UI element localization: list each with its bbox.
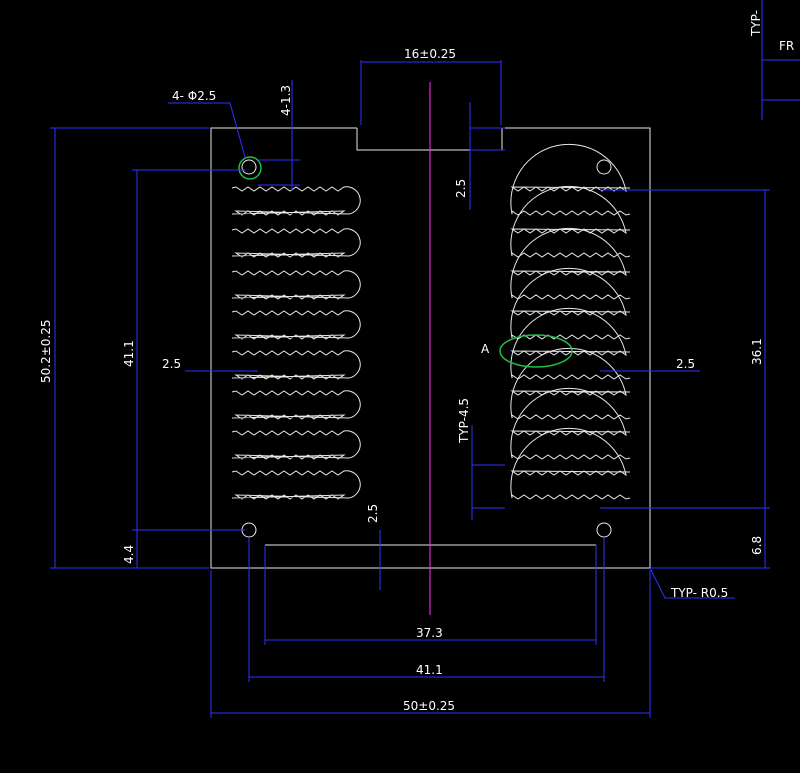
dim-overall-width: 50±0.25	[403, 699, 455, 713]
fin-slot	[510, 227, 631, 300]
hole-bottom-right	[596, 522, 612, 538]
dim-edge-fr: FR	[779, 39, 794, 53]
fin-slot	[231, 186, 361, 216]
dim-hole-vertical-pitch: 41.1	[122, 340, 136, 367]
dimension-texts: 16±0.25 4- Φ2.5 4-1.3 50.2±0.25 41.1 2.5…	[39, 10, 794, 713]
outer-contour	[210, 127, 651, 569]
fin-slot	[510, 267, 631, 340]
fin-slot	[510, 143, 631, 216]
hole-highlight-circle	[238, 156, 262, 180]
hole-top-right	[596, 159, 612, 175]
dim-bottom-hole-offset: 4.4	[122, 545, 136, 564]
hole-top-left	[241, 159, 257, 175]
dim-corner-radius: TYP- R0.5	[670, 586, 728, 600]
fins-left	[231, 186, 361, 500]
fin-slot	[510, 307, 631, 380]
fin-slot	[231, 390, 361, 420]
fins-right	[510, 143, 631, 500]
fin-slot	[231, 470, 361, 500]
dim-bottom-right-offset: 6.8	[750, 536, 764, 555]
dim-bottom-pitch: 41.1	[416, 663, 443, 677]
fin-slot	[510, 427, 631, 500]
fin-slot	[231, 310, 361, 340]
dim-slot-depth: 4-1.3	[279, 85, 293, 116]
dim-fin-pitch: TYP-4.5	[457, 398, 471, 444]
dim-left-margin: 2.5	[162, 357, 181, 371]
dim-edge-typ: TYP-	[749, 10, 763, 37]
fin-slot	[510, 185, 631, 258]
dim-top-fin-gap: 2.5	[454, 179, 468, 198]
fin-slot	[231, 228, 361, 258]
dim-bottom-gap: 2.5	[366, 504, 380, 523]
dim-bottom-inner: 37.3	[416, 626, 443, 640]
detail-a-ellipse	[499, 334, 573, 368]
fin-slot	[231, 350, 361, 380]
dimension-lines	[50, 0, 800, 718]
detail-a-label: A	[481, 342, 490, 356]
dim-right-margin: 2.5	[676, 357, 695, 371]
dim-height-total: 50.2±0.25	[39, 320, 53, 384]
fin-slot	[231, 430, 361, 460]
fin-slot	[510, 387, 631, 460]
dim-fin-span: 36.1	[750, 338, 764, 365]
fin-slot	[231, 270, 361, 300]
dim-top-width: 16±0.25	[404, 47, 456, 61]
fin-slot	[510, 347, 631, 420]
dim-hole-callout: 4- Φ2.5	[172, 89, 216, 103]
